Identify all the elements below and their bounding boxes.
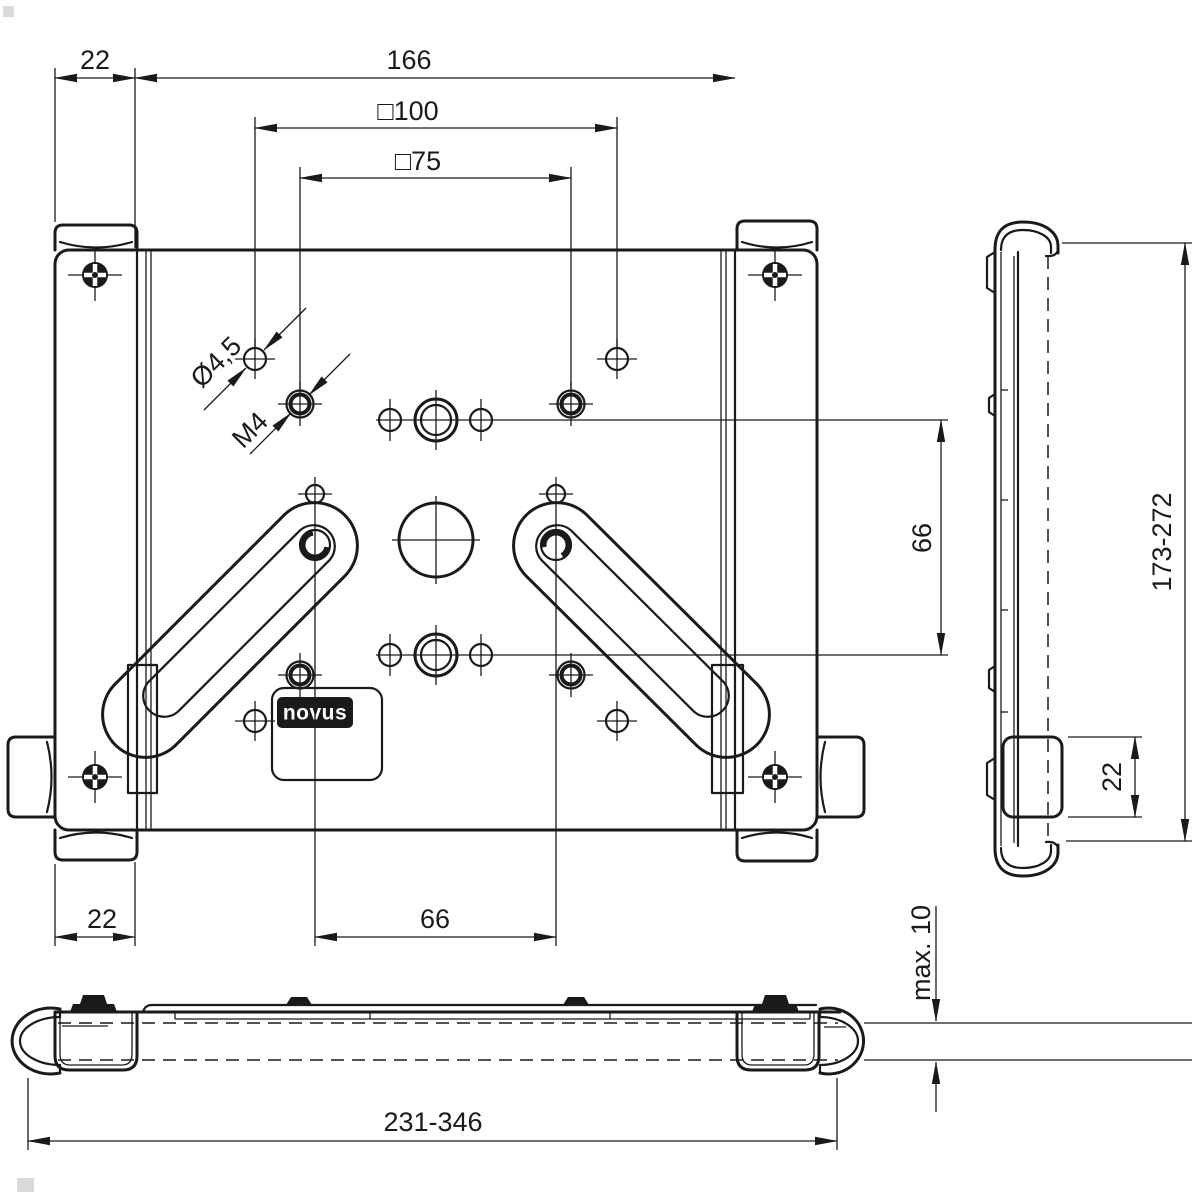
dim-vesa-100: □100: [377, 96, 438, 126]
tab-bottom-left: [53, 828, 139, 862]
bend-lines: [135, 248, 737, 832]
front-view: novus 22 166 □100 □75: [6, 45, 948, 946]
tab-bottom-right: [735, 828, 819, 863]
dimensions-bottom: max. 10 231-346: [27, 905, 1192, 1150]
dimensions-side: 173-272 22: [1062, 242, 1192, 842]
center-hole: [392, 496, 480, 584]
m4-hole: [278, 382, 322, 426]
watermark-square: [17, 1178, 34, 1192]
raised-strip: [141, 1003, 818, 1014]
m4-hole: [549, 382, 593, 426]
dim-clamp-opening: max. 10: [906, 905, 936, 1001]
corner-screws: [68, 249, 802, 803]
screw-head: [563, 997, 589, 1005]
label-outline: [270, 686, 384, 782]
bottom-hook: [993, 840, 1060, 878]
m4-hole: [549, 653, 593, 697]
tab-bend-arc: [58, 240, 134, 249]
dim-width-range: 231-346: [383, 1107, 482, 1137]
clamp-block: [710, 663, 745, 795]
tab-bend-arc: [740, 831, 814, 840]
tab-bend-arc: [45, 740, 53, 814]
tab-top-left: [53, 223, 139, 252]
corner-screw: [748, 249, 802, 301]
corner-screw: [68, 751, 122, 803]
dim-vesa-75: □75: [395, 146, 441, 176]
right-hook: [818, 1006, 866, 1076]
tab-bend-arc: [819, 740, 827, 814]
tab-right-side: [815, 735, 866, 819]
plate-ticks: [1001, 389, 1008, 713]
extension-lines-front: [54, 68, 618, 946]
tab-bend-arc: [740, 240, 814, 249]
d45-hole: [235, 701, 275, 741]
dim-edge-offset-bottom: 22: [87, 904, 117, 934]
clamp-screw-head: [70, 995, 117, 1012]
corner-screw: [68, 249, 122, 301]
tab-left-side: [6, 735, 57, 819]
vesa100-holes: [235, 339, 637, 741]
clamp-screw-head: [752, 995, 799, 1012]
d45-hole: [597, 701, 637, 741]
screw-bumps: [985, 250, 997, 802]
inner-strip: [174, 1012, 811, 1020]
screw-head: [286, 997, 312, 1005]
left-slot-arm: [101, 501, 359, 795]
bottom-view: max. 10 231-346: [10, 905, 1192, 1150]
watermark-square: [3, 6, 14, 17]
dim-thread-size: M4: [226, 406, 274, 454]
left-clamp-block: [53, 995, 139, 1072]
right-slot-arm: [512, 501, 771, 795]
dim-height-range: 173-272: [1147, 492, 1177, 591]
center-hole-rows: [376, 390, 948, 685]
dim-vesa-vertical: 66: [907, 523, 937, 553]
logo-plate: novus: [270, 686, 384, 782]
side-view: 173-272 22: [985, 220, 1192, 878]
dim-hole-diameter: Ø4,5: [185, 331, 248, 394]
dim-mount-width: 166: [386, 45, 431, 75]
dim-slider-height: 22: [1097, 762, 1127, 792]
dim-slot-spacing: 66: [420, 904, 450, 934]
clamp-tabs: [6, 219, 866, 863]
clamp-block: [126, 663, 159, 795]
dim-edge-offset-top: 22: [80, 45, 110, 75]
dimensions-front: 22 166 □100 □75 Ø4,5 M4 66 22 66: [54, 45, 946, 942]
slider-block: [1001, 735, 1064, 819]
tab-bend-arc: [58, 831, 134, 840]
top-hook: [993, 220, 1060, 258]
right-clamp-block: [735, 995, 821, 1072]
tab-top-right: [735, 219, 819, 252]
mount-plate-outline: [53, 248, 819, 832]
corner-screw: [748, 751, 802, 803]
